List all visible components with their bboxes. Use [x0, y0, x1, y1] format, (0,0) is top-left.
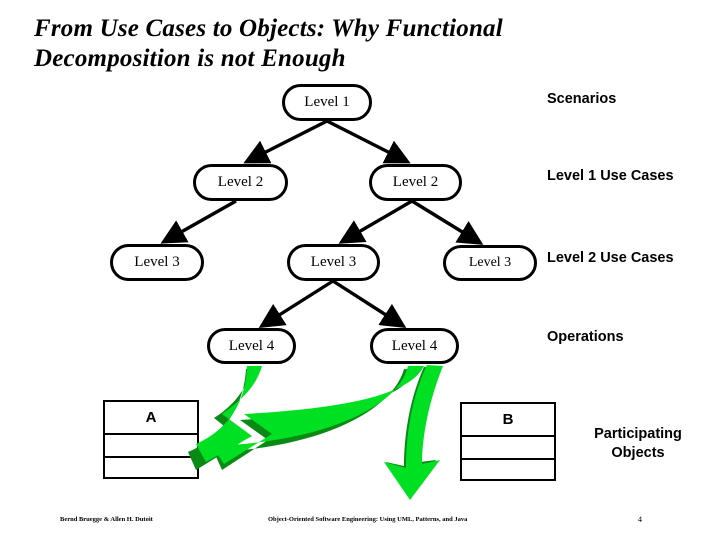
edge-level3b-level4b: [332, 279, 407, 329]
tree-node-level3-a[interactable]: Level 3: [110, 244, 204, 281]
tree-node-label: Level 3: [468, 255, 512, 270]
tree-node-level2-b[interactable]: Level 2: [369, 164, 462, 201]
tree-node-label: Level 2: [217, 174, 264, 190]
class-box-a[interactable]: A: [103, 400, 199, 479]
footer-author: Bernd Bruegge & Allen H. Dutoit: [60, 516, 153, 523]
green-arrow-level4b-to-class-a: [212, 366, 424, 464]
tree-node-label: Level 3: [134, 254, 180, 270]
annotation-participating-objects: Participating Objects: [594, 426, 682, 461]
tree-node-level3-c[interactable]: Level 3: [443, 245, 537, 281]
edge-level1-level2b: [326, 119, 411, 164]
tree-node-label: Level 1: [304, 94, 350, 110]
tree-node-level1[interactable]: Level 1: [282, 84, 372, 121]
class-name-b: B: [462, 404, 554, 437]
green-arrow-level4b-to-class-b: [384, 365, 443, 500]
tree-node-level2-a[interactable]: Level 2: [193, 164, 288, 201]
edge-level2b-level3b: [338, 199, 413, 244]
edge-level1-level2a: [243, 119, 328, 164]
tree-node-level3-b[interactable]: Level 3: [287, 244, 380, 281]
annotation-operations: Operations: [547, 329, 624, 345]
class-box-b[interactable]: B: [460, 402, 556, 481]
tree-node-level4-a[interactable]: Level 4: [207, 328, 296, 364]
green-arrow-level4a-to-class-a: [196, 366, 262, 462]
tree-node-label: Level 4: [391, 337, 438, 354]
edge-level2b-level3c: [411, 199, 484, 245]
page-title: From Use Cases to Objects: Why Functiona…: [34, 15, 503, 72]
edge-level2a-level3a: [160, 199, 237, 244]
tree-node-level4-b[interactable]: Level 4: [370, 328, 459, 364]
tree-node-label: Level 4: [228, 337, 275, 354]
green-arrow-bodies: [196, 365, 443, 500]
class-attributes-compartment: [105, 435, 197, 458]
class-name-a: A: [105, 402, 197, 435]
class-attributes-compartment: [462, 437, 554, 460]
annotation-scenarios: Scenarios: [547, 91, 617, 107]
annotation-level1-use-cases: Level 1 Use Cases: [547, 168, 674, 184]
footer-page-number: 4: [638, 515, 642, 524]
edge-level3b-level4a: [258, 279, 334, 328]
footer-book-title: Object-Oriented Software Engineering: Us…: [268, 516, 468, 523]
tree-node-label: Level 2: [392, 174, 439, 190]
tree-node-label: Level 3: [310, 254, 357, 270]
annotation-level2-use-cases: Level 2 Use Cases: [547, 250, 674, 266]
